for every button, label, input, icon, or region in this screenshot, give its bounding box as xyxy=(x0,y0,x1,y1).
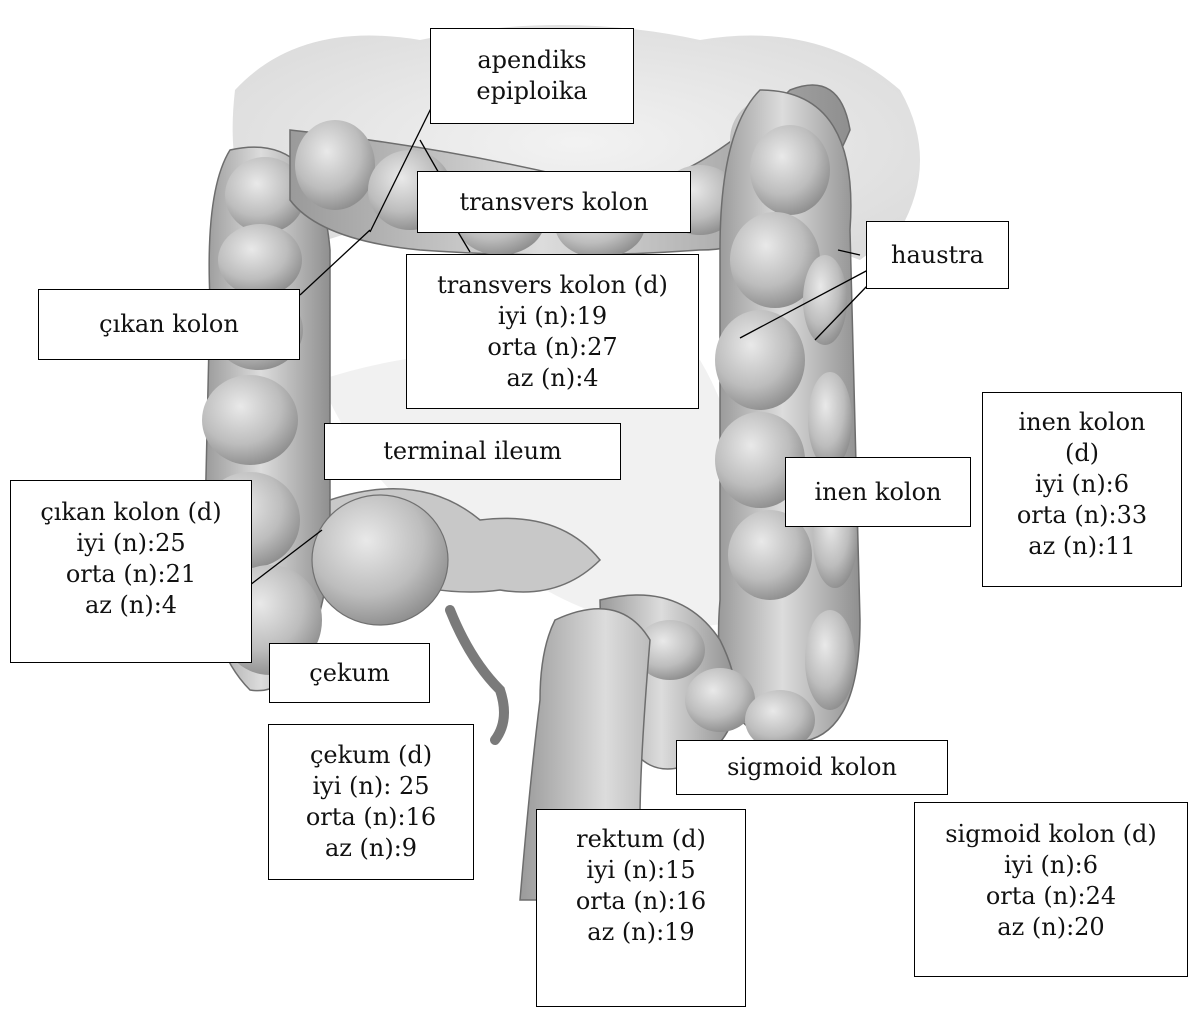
label-apendiks-line-2: epiploika xyxy=(476,76,587,107)
stats-sigmoid-orta: orta (n):24 xyxy=(986,881,1116,912)
stats-transvers-az: az (n):4 xyxy=(506,363,598,394)
label-haustra: haustra xyxy=(866,221,1009,289)
stats-inen-iyi: iyi (n):6 xyxy=(1035,469,1129,500)
stats-rektum-az: az (n):19 xyxy=(587,917,694,948)
label-apendiks-epiploika: apendiks epiploika xyxy=(430,28,634,124)
stats-rektum-orta: orta (n):16 xyxy=(576,886,706,917)
stats-cekum: çekum (d) iyi (n): 25 orta (n):16 az (n)… xyxy=(268,724,474,880)
stats-rektum-iyi: iyi (n):15 xyxy=(586,855,695,886)
stats-inen-orta: orta (n):33 xyxy=(1017,500,1147,531)
stats-cekum-orta: orta (n):16 xyxy=(306,802,436,833)
stats-cekum-title: çekum (d) xyxy=(310,740,432,771)
label-terminal-ileum-text: terminal ileum xyxy=(383,436,562,467)
label-sigmoid-kolon-text: sigmoid kolon xyxy=(727,752,897,783)
stats-inen-kolon: inen kolon (d) iyi (n):6 orta (n):33 az … xyxy=(982,392,1182,587)
stats-rektum-title: rektum (d) xyxy=(576,824,706,855)
stats-transvers-title: transvers kolon (d) xyxy=(437,270,668,301)
label-inen-kolon: inen kolon xyxy=(785,457,971,527)
stats-inen-title-2: (d) xyxy=(1065,438,1099,469)
stats-cikan-kolon: çıkan kolon (d) iyi (n):25 orta (n):21 a… xyxy=(10,480,252,663)
stats-transvers-iyi: iyi (n):19 xyxy=(498,301,607,332)
label-cikan-kolon-text: çıkan kolon xyxy=(99,309,239,340)
label-haustra-text: haustra xyxy=(891,240,984,271)
stats-sigmoid-iyi: iyi (n):6 xyxy=(1004,850,1098,881)
label-apendiks-line-1: apendiks xyxy=(477,45,586,76)
stats-sigmoid-title: sigmoid kolon (d) xyxy=(945,819,1157,850)
stats-cikan-iyi: iyi (n):25 xyxy=(76,528,185,559)
stats-cekum-az: az (n):9 xyxy=(325,833,417,864)
stats-inen-az: az (n):11 xyxy=(1028,531,1135,562)
stats-transvers-kolon: transvers kolon (d) iyi (n):19 orta (n):… xyxy=(406,254,699,409)
label-transvers-kolon-text: transvers kolon xyxy=(460,187,649,218)
label-inen-kolon-text: inen kolon xyxy=(815,477,942,508)
label-cekum: çekum xyxy=(269,643,430,703)
label-terminal-ileum: terminal ileum xyxy=(324,423,621,480)
stats-rektum: rektum (d) iyi (n):15 orta (n):16 az (n)… xyxy=(536,809,746,1007)
stats-inen-title-1: inen kolon xyxy=(1019,407,1146,438)
stats-cikan-orta: orta (n):21 xyxy=(66,559,196,590)
stats-cikan-az: az (n):4 xyxy=(85,590,177,621)
label-sigmoid-kolon: sigmoid kolon xyxy=(676,740,948,795)
label-transvers-kolon: transvers kolon xyxy=(417,171,691,233)
stats-cekum-iyi: iyi (n): 25 xyxy=(313,771,430,802)
stats-sigmoid-kolon: sigmoid kolon (d) iyi (n):6 orta (n):24 … xyxy=(914,802,1188,977)
stats-sigmoid-az: az (n):20 xyxy=(997,912,1104,943)
label-cekum-text: çekum xyxy=(309,658,389,689)
label-cikan-kolon: çıkan kolon xyxy=(38,289,300,360)
stats-transvers-orta: orta (n):27 xyxy=(487,332,617,363)
stats-cikan-title: çıkan kolon (d) xyxy=(40,497,221,528)
